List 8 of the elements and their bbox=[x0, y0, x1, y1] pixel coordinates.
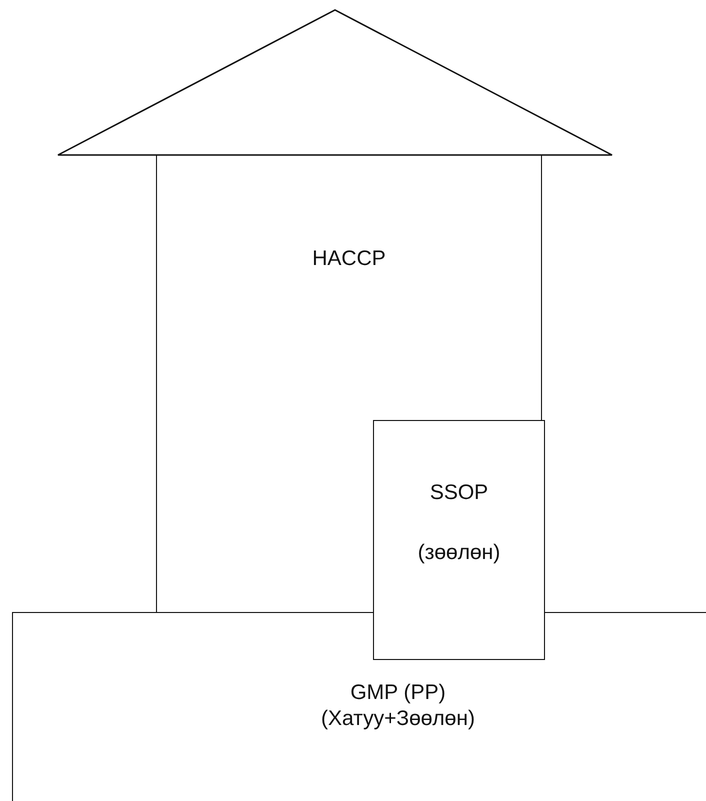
subtitle-text: (Хатуу+Зөөлөн) bbox=[321, 707, 475, 731]
foundation-box bbox=[12, 612, 706, 801]
inner-box bbox=[373, 420, 545, 660]
title-text: GMP (PP) bbox=[350, 681, 446, 705]
title-text: SSOP bbox=[430, 481, 488, 505]
title-text: HACCP bbox=[312, 247, 386, 271]
subtitle-text: (зөөлөн) bbox=[418, 541, 500, 565]
roof-triangle bbox=[56, 8, 614, 156]
